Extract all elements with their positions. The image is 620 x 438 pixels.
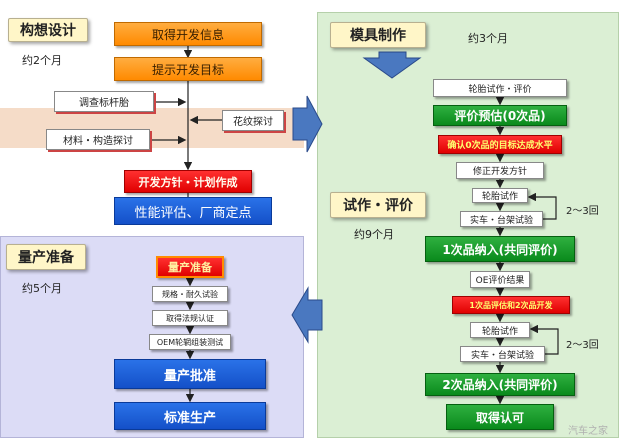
concept-title: 构想设计 (8, 18, 88, 42)
set-goal-step: 提示开发目标 (114, 57, 262, 81)
repeat-loop-1 (527, 192, 557, 220)
arrow-concept-to-trial (292, 95, 323, 153)
repeat-loop-2 (529, 324, 559, 355)
vehicle-test-2-step: 实车・台架试验 (460, 346, 545, 362)
mass-duration: 约5个月 (22, 282, 62, 295)
regulation-step: 取得法规认证 (152, 310, 228, 326)
arrow-mold-down (362, 51, 422, 79)
oe-result-step: OE评价结果 (470, 271, 530, 288)
watermark: 汽车之家 (568, 426, 608, 437)
vehicle-test-1-step: 实车・台架试验 (460, 211, 543, 227)
concept-duration: 约2个月 (22, 54, 62, 67)
second-delivery-step: 2次品纳入(共同评价) (425, 373, 575, 396)
mass-prep-step: 量产准备 (156, 256, 224, 278)
approval-step: 取得认可 (446, 404, 554, 430)
repeat-1-label: 2～3回 (566, 206, 599, 217)
tire-trial-2-step: 轮胎试作 (470, 322, 530, 338)
get-info-step: 取得开发信息 (114, 22, 262, 46)
evaluation-step: 性能评估、厂商定点 (114, 197, 272, 225)
revise-policy-step: 修正开发方针 (456, 162, 544, 179)
first-eval-second-dev-step: 1次品评估和2次品开发 (452, 296, 570, 314)
first-delivery-step: 1次品纳入(共同评价) (425, 236, 575, 262)
pattern-step: 花纹探讨 (222, 110, 284, 131)
production-step: 标准生产 (114, 402, 266, 430)
trial-title: 试作・评价 (330, 192, 426, 218)
trial-duration: 约9个月 (354, 228, 394, 241)
spec-test-step: 规格・耐久试验 (152, 286, 228, 302)
arrow-trial-to-mass (291, 286, 323, 344)
mold-title: 模具制作 (330, 22, 426, 48)
repeat-2-label: 2～3回 (566, 340, 599, 351)
mold-duration: 约3个月 (468, 32, 508, 45)
policy-step: 开发方针・计划作成 (124, 170, 252, 193)
tire-trial-eval-step: 轮胎试作・评价 (433, 79, 567, 97)
confirm-target-step: 确认0次品的目标达成水平 (438, 135, 562, 154)
mass-title: 量产准备 (6, 244, 86, 270)
benchmark-step: 调查标杆胎 (54, 91, 154, 112)
material-step: 材料・构造探讨 (46, 129, 150, 150)
oem-assembly-step: OEM轮辋组装测试 (149, 334, 231, 350)
eval-forecast-step: 评价预估(0次品) (433, 105, 567, 126)
mass-approve-step: 量产批准 (114, 359, 266, 389)
tire-trial-1-step: 轮胎试作 (472, 188, 528, 203)
